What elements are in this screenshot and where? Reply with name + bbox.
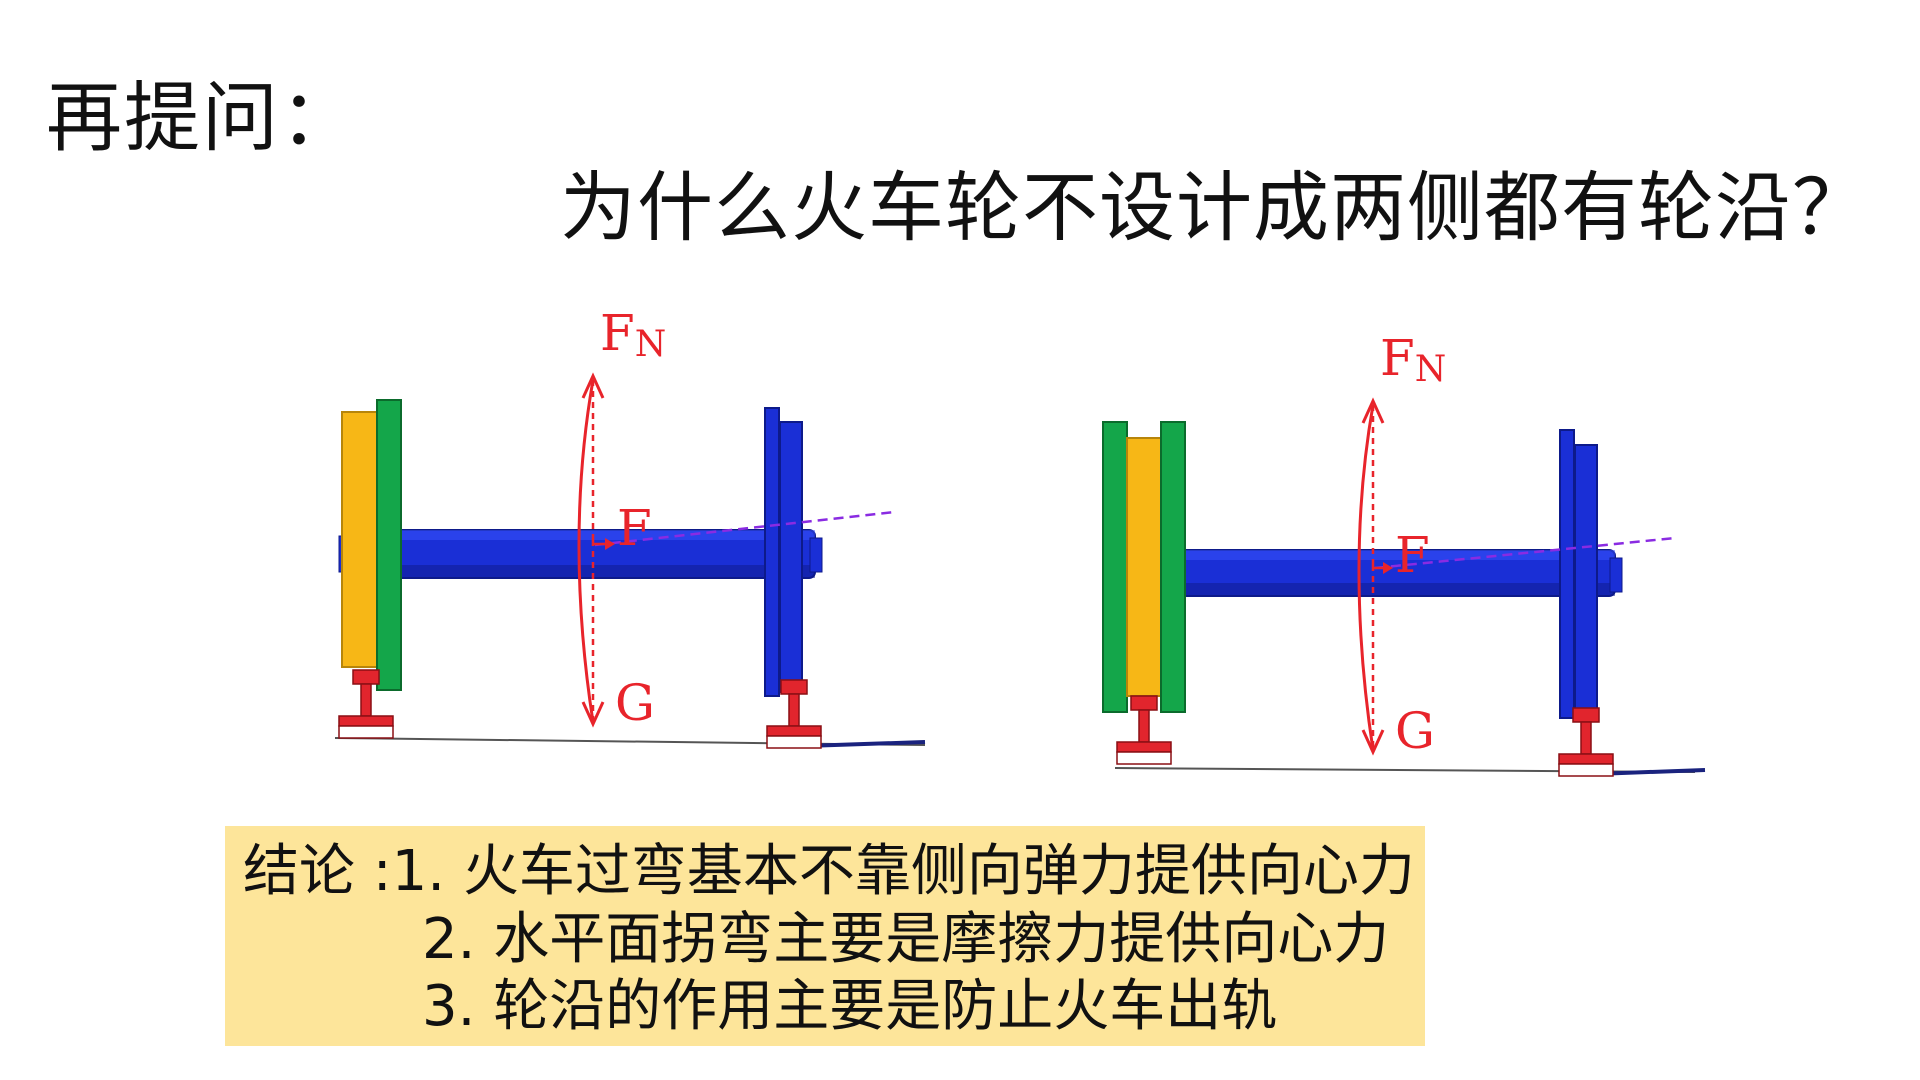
force-label-fn: FN xyxy=(1380,329,1446,390)
force-label-g: G xyxy=(1395,702,1435,760)
conclusion-box: 结论 :1. 火车过弯基本不靠侧向弹力提供向心力 2. 水平面拐弯主要是摩擦力提… xyxy=(225,826,1425,1046)
rail-right xyxy=(1558,707,1614,777)
conclusion-line-2: 2. 水平面拐弯主要是摩擦力提供向心力 xyxy=(422,907,1390,972)
rail-right xyxy=(766,679,822,749)
question-text: 为什么火车轮不设计成两侧都有轮沿？ xyxy=(560,163,1869,252)
force-vectors xyxy=(577,372,611,728)
wheel-flange-green-outer xyxy=(1102,421,1128,713)
tilt-axis-line xyxy=(594,510,896,547)
tilt-axis-line xyxy=(1374,536,1676,570)
wheel-right xyxy=(764,407,780,697)
wheel-flange-yellow xyxy=(341,411,378,668)
conclusion-line-1: 结论 :1. 火车过弯基本不靠侧向弹力提供向心力 xyxy=(243,839,1415,904)
wheel-flange-yellow xyxy=(1126,437,1162,697)
rail-left xyxy=(1116,695,1172,765)
force-label-fn: FN xyxy=(600,304,666,365)
force-vectors xyxy=(1357,397,1389,756)
page-title: 再提问： xyxy=(46,73,358,162)
wheel-flange-green xyxy=(376,399,402,691)
wheel-flange-green-inner xyxy=(1160,421,1186,713)
conclusion-line-3: 3. 轮沿的作用主要是防止火车出轨 xyxy=(422,974,1278,1039)
wheelset-diagram-right: FN F G xyxy=(1102,329,1706,777)
track-curve xyxy=(804,740,926,748)
force-label-g: G xyxy=(615,674,655,732)
force-label-f: F xyxy=(617,499,652,557)
wheel-right xyxy=(1559,429,1575,719)
rail-left xyxy=(338,669,394,739)
force-label-f: F xyxy=(1395,526,1430,584)
wheelset-diagram-left: FN F G xyxy=(334,304,926,749)
